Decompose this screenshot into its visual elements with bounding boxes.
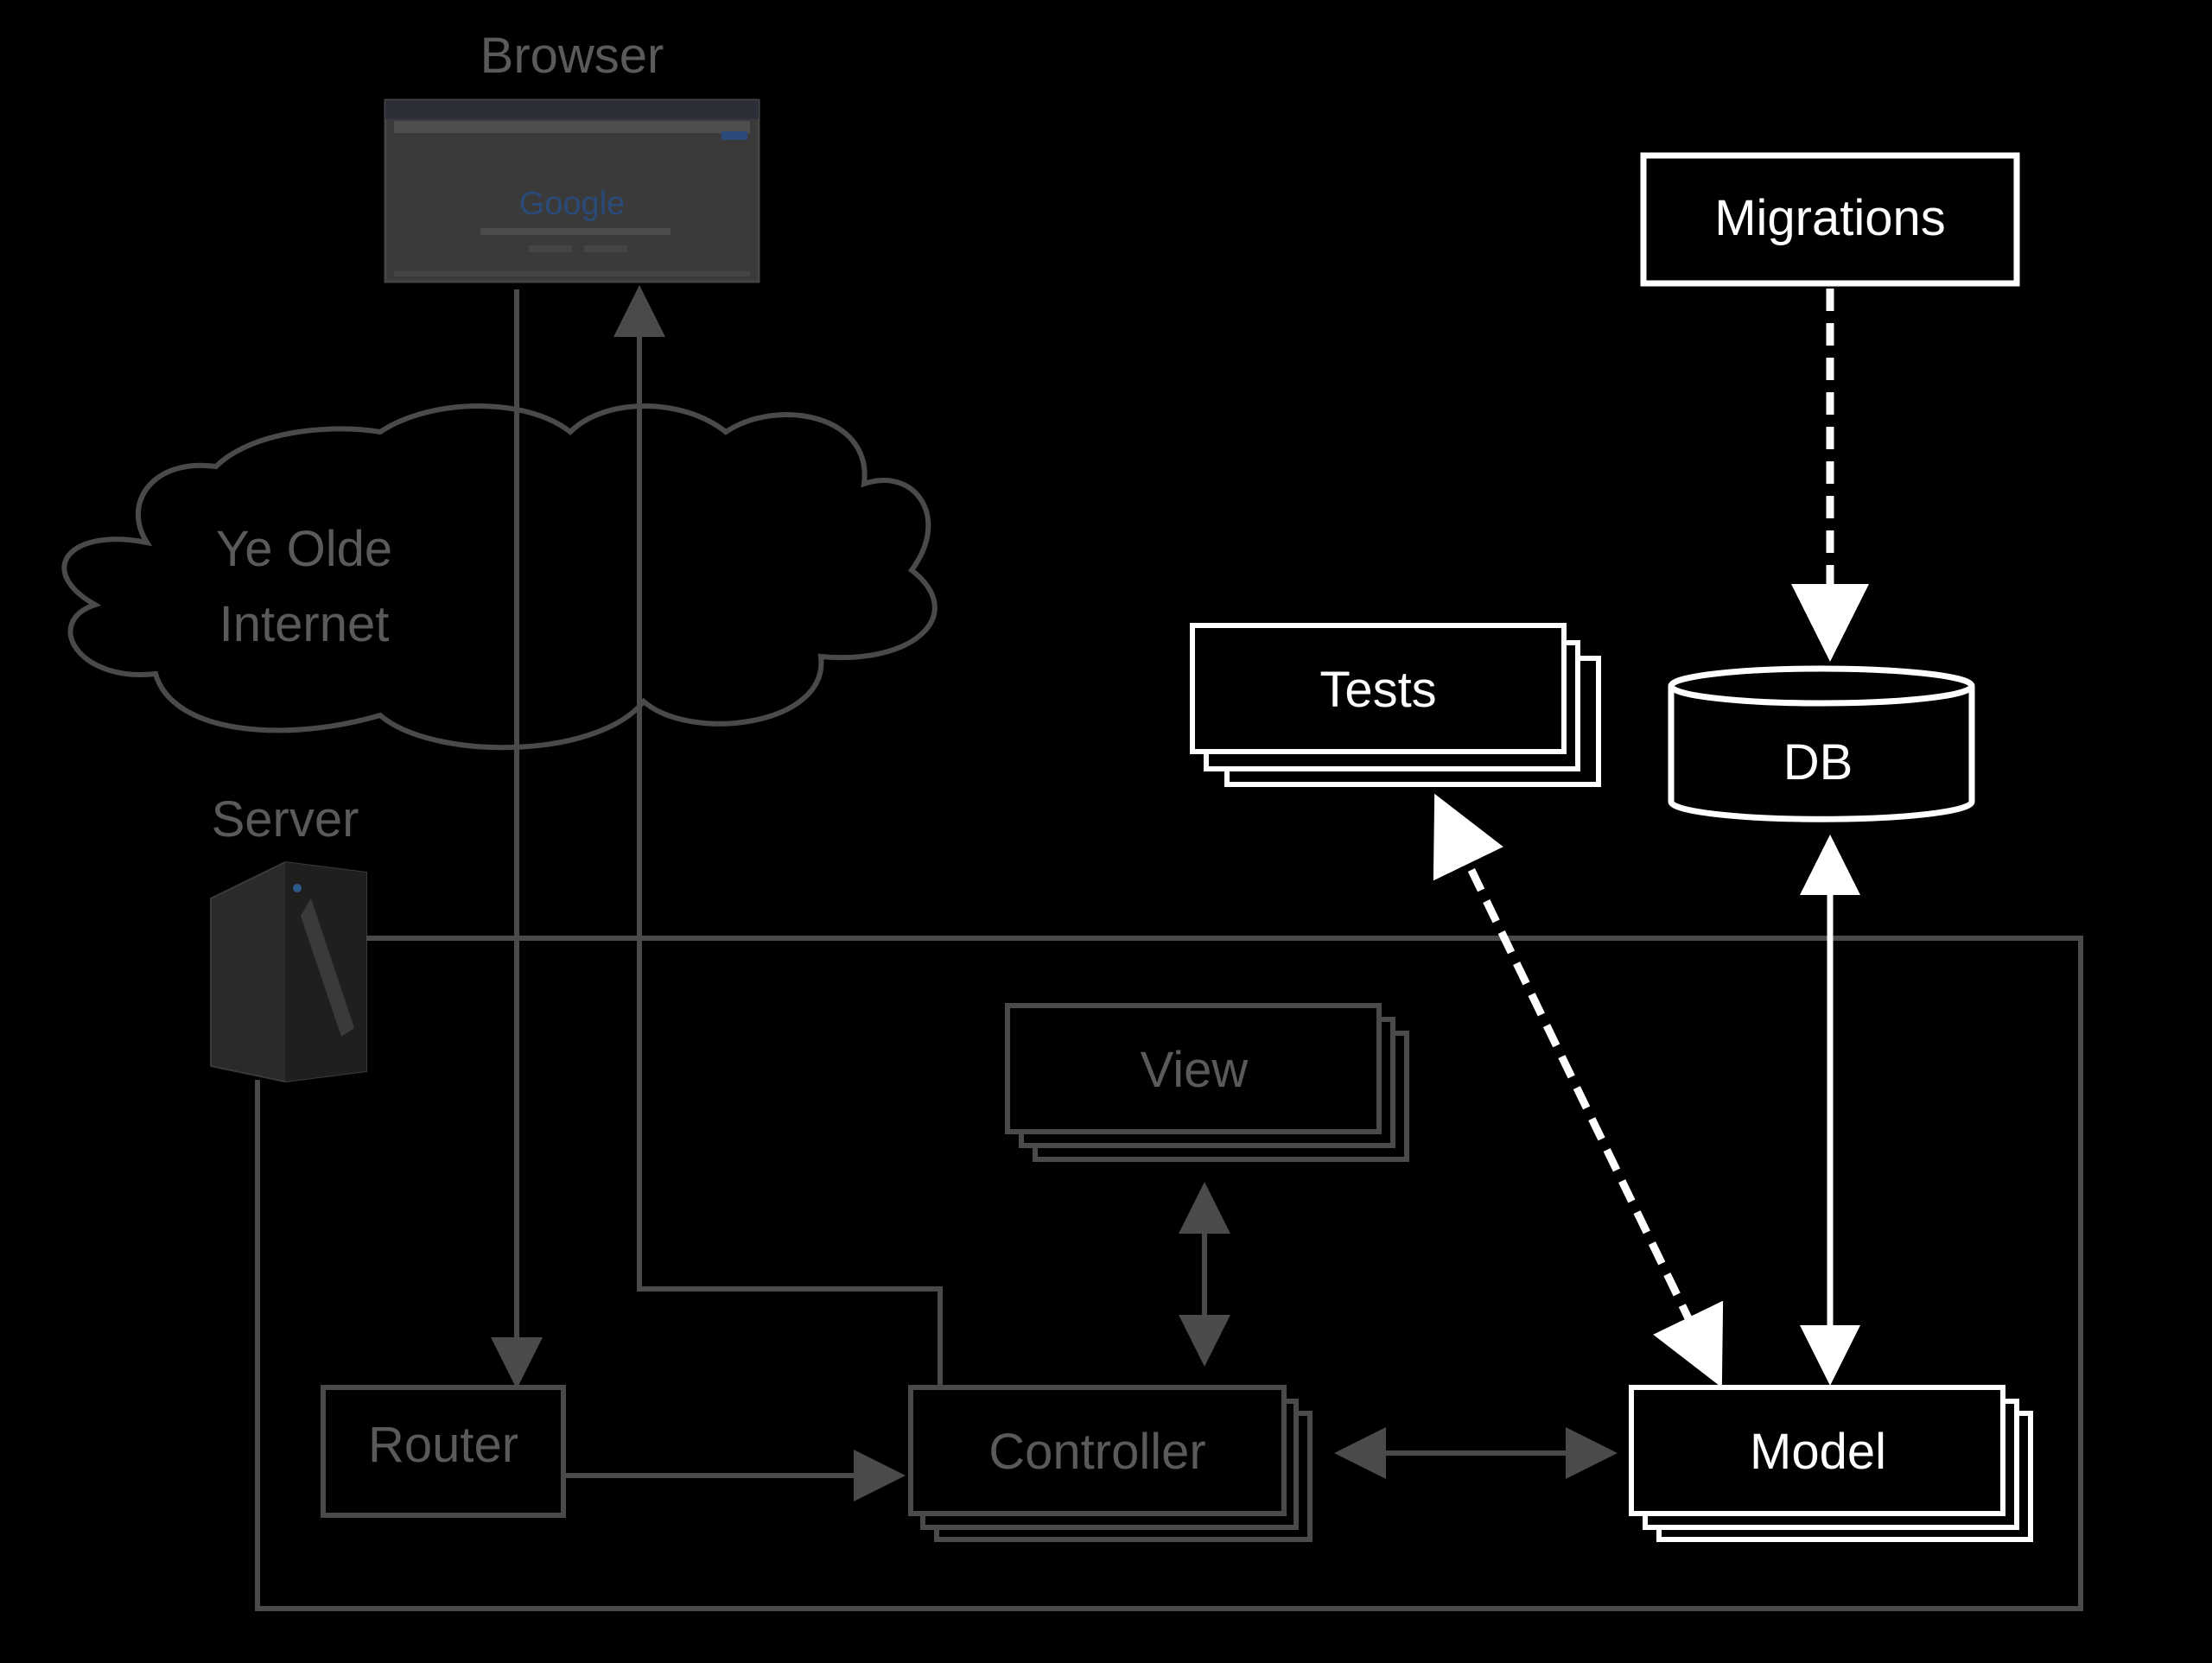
router-node: Router — [321, 1385, 566, 1518]
migrations-label: Migrations — [1714, 190, 1946, 246]
google-logo: Google — [519, 186, 626, 222]
tests-model-arrow — [1433, 793, 1724, 1388]
database-cylinder-icon: DB — [1668, 665, 1975, 822]
controller-label: Controller — [988, 1424, 1205, 1480]
server-label: Server — [212, 791, 359, 847]
router-label: Router — [368, 1417, 518, 1473]
server-node: Server — [210, 791, 367, 1083]
view-label: View — [1141, 1042, 1249, 1098]
db-label: DB — [1783, 734, 1853, 790]
server-tower-icon — [210, 860, 367, 1083]
browser-screenshot-icon: Google — [384, 98, 760, 283]
internet-label-line2: Internet — [219, 596, 390, 652]
view-node: View — [1005, 1003, 1409, 1162]
browser-label: Browser — [480, 28, 664, 84]
cloud-icon: Ye Olde Internet — [61, 403, 938, 751]
internet-label-line1: Ye Olde — [216, 521, 392, 577]
migrations-node: Migrations — [1640, 152, 2020, 287]
controller-node: Controller — [908, 1385, 1313, 1542]
tests-node: Tests — [1190, 623, 1601, 787]
model-node: Model — [1629, 1385, 2033, 1542]
model-label: Model — [1750, 1424, 1886, 1480]
response-arrow — [613, 285, 943, 1386]
browser-node: Browser Google — [384, 28, 760, 283]
tests-label: Tests — [1319, 662, 1436, 718]
